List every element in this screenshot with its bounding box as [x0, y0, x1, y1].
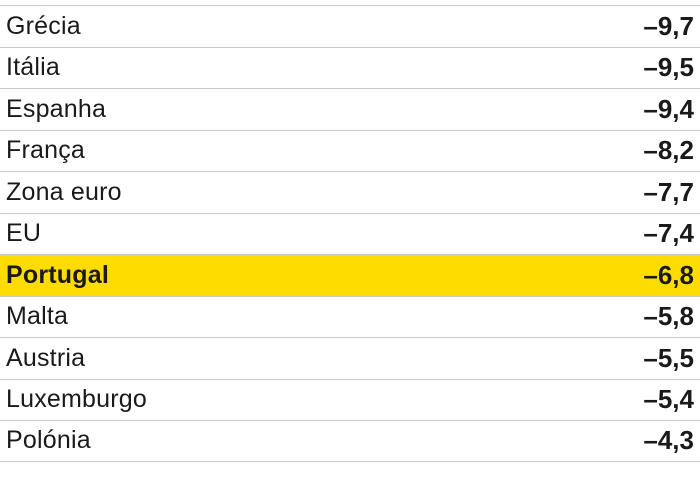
- table-row: Itália –9,5: [0, 46, 700, 89]
- country-label: Itália: [6, 53, 61, 82]
- table-row: EU –7,4: [0, 212, 700, 255]
- table-row: Luxemburgo –5,4: [0, 378, 700, 421]
- value-cell: –5,4: [643, 384, 694, 415]
- table-row: Austria –5,5: [0, 337, 700, 379]
- value-cell: –9,5: [643, 52, 694, 83]
- value-cell: –5,8: [643, 301, 694, 332]
- value-cell: –6,8: [643, 259, 694, 290]
- value-cell: –8,2: [643, 135, 694, 166]
- table-row: Malta –5,8: [0, 295, 700, 338]
- country-label: Malta: [6, 302, 69, 331]
- value-cell: –7,4: [643, 218, 694, 249]
- ranking-table: Grécia –9,7 Itália –9,5 Espanha –9,4 Fra…: [0, 5, 700, 462]
- country-label: Zona euro: [6, 177, 122, 206]
- value-cell: –9,7: [643, 10, 694, 41]
- table-row: Espanha –9,4: [0, 88, 700, 130]
- table-row: Zona euro –7,7: [0, 171, 700, 213]
- table-row: Polónia –4,3: [0, 420, 700, 462]
- table-row: Grécia –9,7: [0, 5, 700, 47]
- table-row: França –8,2: [0, 129, 700, 172]
- country-label: Polónia: [6, 426, 91, 455]
- country-label: Espanha: [6, 94, 107, 123]
- value-cell: –7,7: [643, 176, 694, 207]
- table-row-highlighted: Portugal –6,8: [0, 254, 700, 296]
- country-label: França: [6, 136, 86, 165]
- value-cell: –9,4: [643, 93, 694, 124]
- country-label: Portugal: [6, 260, 109, 289]
- country-label: Austria: [6, 343, 86, 372]
- value-cell: –4,3: [643, 425, 694, 456]
- country-label: EU: [6, 219, 42, 248]
- country-label: Grécia: [6, 11, 81, 40]
- value-cell: –5,5: [643, 342, 694, 373]
- country-label: Luxemburgo: [6, 385, 147, 414]
